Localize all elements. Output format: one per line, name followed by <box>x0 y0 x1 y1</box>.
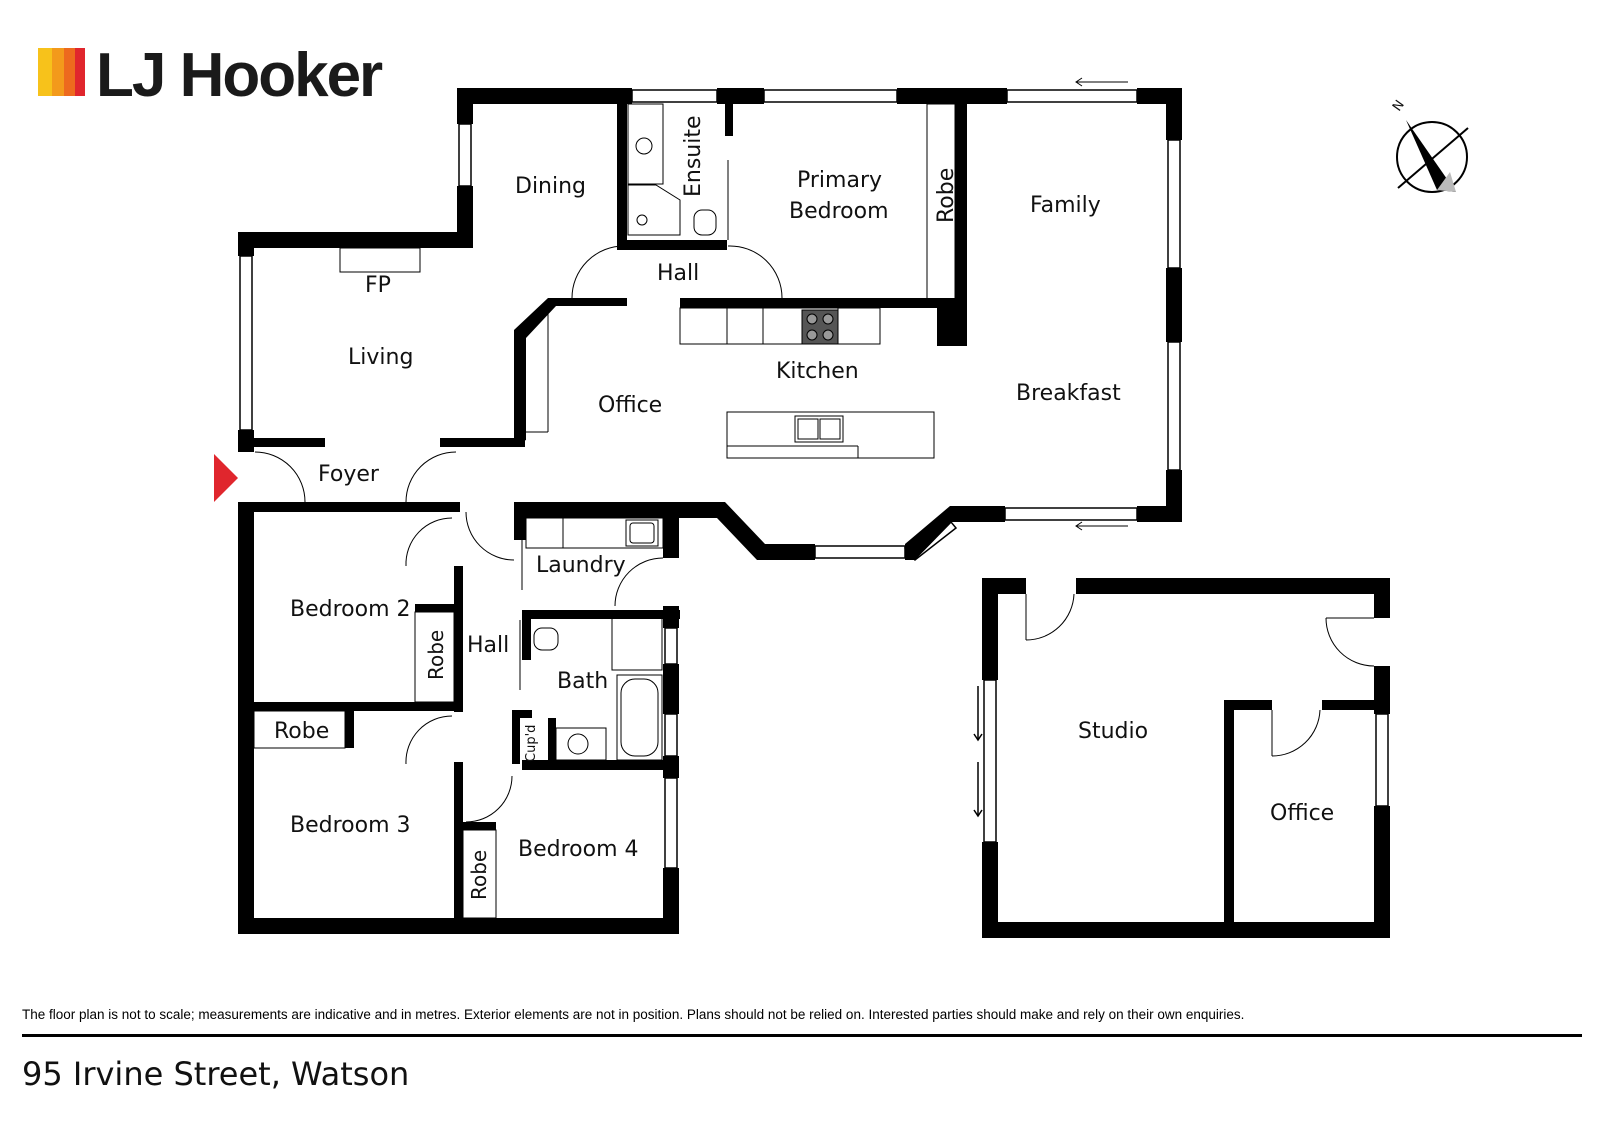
room-label-bedroom-4: Bedroom 4 <box>518 837 639 862</box>
room-label-dining: Dining <box>515 174 586 199</box>
room-label-bedroom-3: Bedroom 3 <box>290 813 411 838</box>
logo-bar-deep-orange <box>64 48 75 96</box>
door-swings <box>254 160 783 823</box>
compass-icon: N <box>1390 98 1469 193</box>
compass-north-label: N <box>1390 98 1408 115</box>
room-label-robe-bed2: Robe <box>424 630 448 680</box>
room-label-robe-bed3: Robe <box>274 719 329 744</box>
house-walls <box>238 88 1182 934</box>
fixtures <box>253 103 956 919</box>
studio-windows <box>973 679 1389 843</box>
room-label-fp: FP <box>365 273 391 298</box>
room-label-studio: Studio <box>1078 719 1148 744</box>
logo-bar-orange <box>52 48 64 96</box>
property-address: 95 Irvine Street, Watson <box>22 1055 410 1093</box>
brand-logo: LJ Hooker <box>38 41 385 110</box>
logo-bar-yellow <box>38 48 52 96</box>
studio-walls <box>982 578 1390 938</box>
room-label-bath: Bath <box>557 669 608 694</box>
room-label-primary-2: Bedroom <box>789 199 889 224</box>
divider <box>22 1034 1582 1037</box>
room-label-laundry: Laundry <box>536 553 626 578</box>
room-label-foyer: Foyer <box>318 462 380 487</box>
room-label-bedroom-2: Bedroom 2 <box>290 597 411 622</box>
room-label-robe-primary: Robe <box>934 168 959 223</box>
room-label-office-studio: Office <box>1270 801 1334 826</box>
logo-bar-red <box>75 48 85 96</box>
brand-name: LJ Hooker <box>96 41 383 110</box>
room-label-robe-bed4: Robe <box>467 850 491 900</box>
room-label-kitchen: Kitchen <box>776 359 859 384</box>
room-label-living: Living <box>348 345 413 370</box>
room-label-primary-1: Primary <box>797 168 882 193</box>
room-label-breakfast: Breakfast <box>1016 381 1121 406</box>
room-label-cupd: Cup'd <box>524 725 539 762</box>
room-label-family: Family <box>1030 193 1101 218</box>
room-label-office: Office <box>598 393 662 418</box>
entry-arrow-icon <box>214 454 238 502</box>
windows <box>239 89 1181 869</box>
disclaimer-text: The floor plan is not to scale; measurem… <box>22 1007 1245 1022</box>
studio-doors <box>1025 593 1375 757</box>
room-label-ensuite: Ensuite <box>681 115 706 197</box>
room-labels: Dining Ensuite Primary Bedroom Robe Fami… <box>274 115 1334 900</box>
room-label-hall-top: Hall <box>657 261 699 286</box>
room-label-hall-bottom: Hall <box>467 633 509 658</box>
sliding-door-arrows <box>1075 77 1128 531</box>
